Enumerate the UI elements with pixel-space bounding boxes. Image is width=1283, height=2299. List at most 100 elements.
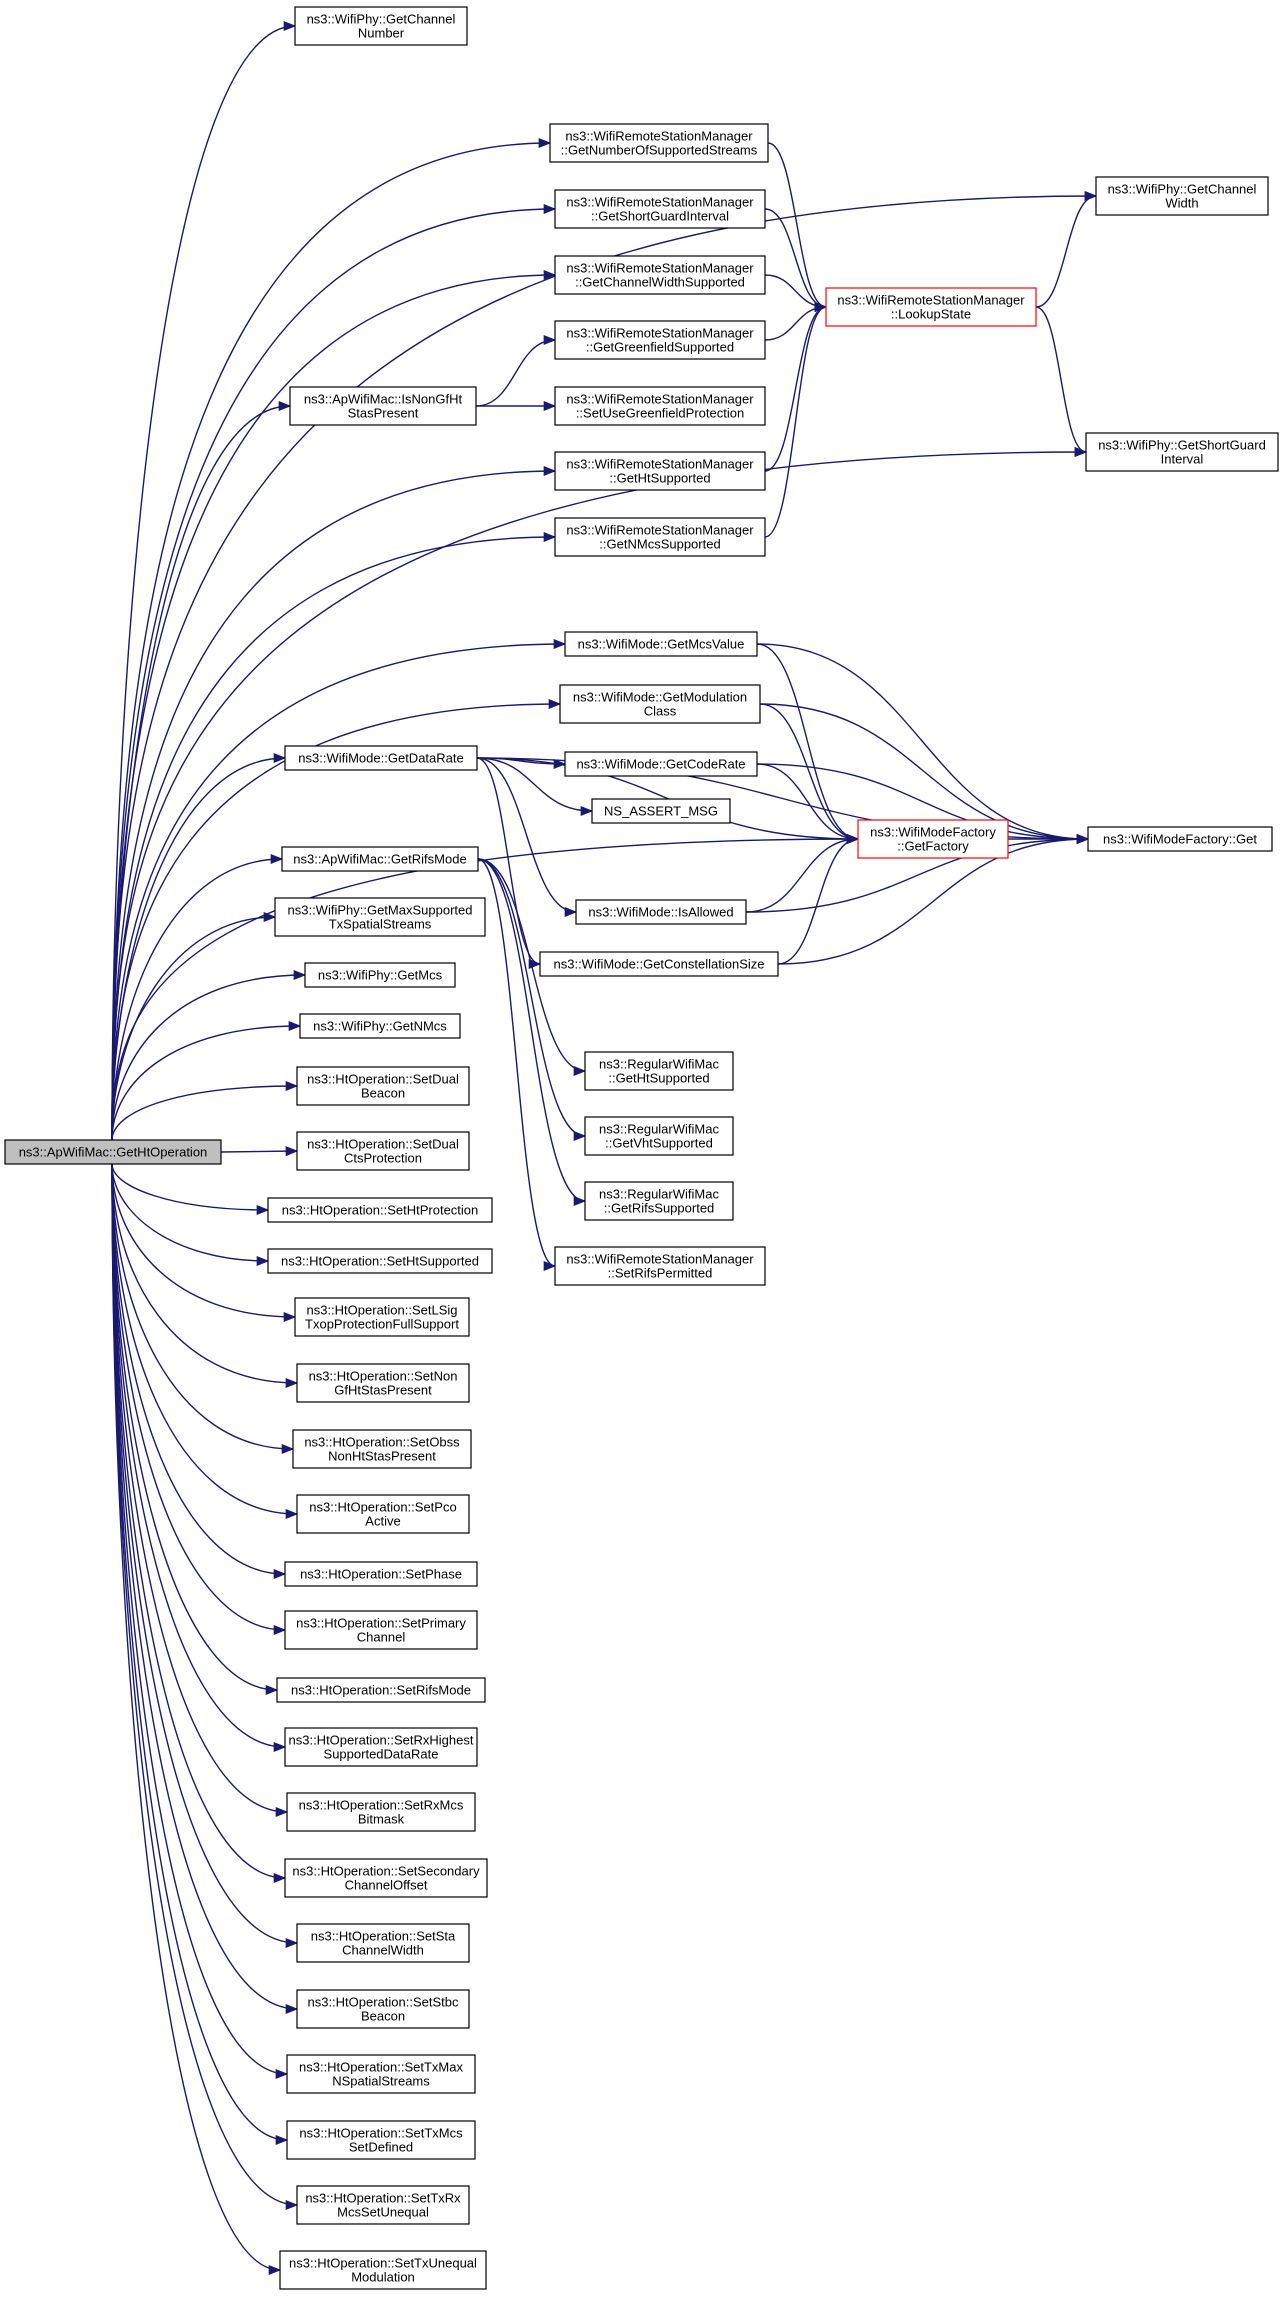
node-n-rsm-nmcs[interactable]: ns3::WifiRemoteStationManager::GetNMcsSu…	[554, 517, 766, 557]
node-n-rsm-cws[interactable]: ns3::WifiRemoteStationManager::GetChanne…	[554, 255, 766, 295]
node-n-ht-lsig[interactable]: ns3::HtOperation::SetLSigTxopProtectionF…	[294, 1297, 470, 1337]
node-n-rsm-nss[interactable]: ns3::WifiRemoteStationManager::GetNumber…	[549, 123, 769, 163]
edge-n-mode-datarate-to-n-assert	[476, 757, 594, 817]
node-box	[284, 1858, 488, 1898]
node-n-reg-ht[interactable]: ns3::RegularWifiMac::GetHtSupported	[584, 1051, 734, 1091]
node-n-reg-rifs[interactable]: ns3::RegularWifiMac::GetRifsSupported	[584, 1181, 734, 1221]
node-label-line: ns3::HtOperation::SetTxUnequal	[289, 2256, 477, 2271]
node-box	[549, 123, 769, 163]
node-box	[554, 189, 766, 229]
edge-root-to-n-ht-htprot	[111, 1163, 270, 1216]
edge-n-mode-allowed-to-n-mf-getfactory	[745, 833, 860, 913]
node-n-phy-cw[interactable]: ns3::WifiPhy::GetChannelWidth	[1095, 176, 1269, 216]
node-label-line: ::GetFactory	[897, 839, 969, 854]
node-n-rsm-hts[interactable]: ns3::WifiRemoteStationManager::GetHtSupp…	[554, 451, 766, 491]
edge-root-to-n-rsm-nss	[111, 137, 552, 1141]
edge-root-to-n-ht-phase	[111, 1163, 287, 1580]
node-label-line: ns3::WifiMode::IsAllowed	[588, 905, 733, 920]
node-n-ht-rifs[interactable]: ns3::HtOperation::SetRifsMode	[276, 1677, 486, 1703]
node-box	[4, 1139, 222, 1165]
node-label-line: TxSpatialStreams	[329, 917, 432, 932]
node-box	[296, 1989, 470, 2029]
edge-n-mode-coderate-to-n-mf-get	[756, 763, 1090, 845]
node-n-mode-mcs[interactable]: ns3::WifiMode::GetMcsValue	[564, 631, 758, 657]
node-label-line: ns3::WifiRemoteStationManager	[566, 261, 754, 276]
node-label-line: Width	[1165, 196, 1198, 211]
node-n-ht-phase[interactable]: ns3::HtOperation::SetPhase	[284, 1561, 478, 1587]
node-n-ht-obss[interactable]: ns3::HtOperation::SetObssNonHtStasPresen…	[292, 1429, 472, 1469]
node-box	[1085, 432, 1279, 472]
node-n-phy-nmcs[interactable]: ns3::WifiPhy::GetNMcs	[299, 1013, 461, 1039]
node-n-ht-txmax[interactable]: ns3::HtOperation::SetTxMaxNSpatialStream…	[286, 2054, 476, 2094]
node-n-reg-vht[interactable]: ns3::RegularWifiMac::GetVhtSupported	[584, 1116, 734, 1156]
node-root[interactable]: ns3::ApWifiMac::GetHtOperation	[4, 1139, 222, 1165]
node-label-line: ns3::HtOperation::SetHtProtection	[282, 1203, 479, 1218]
node-label-line: ::GetGreenfieldSupported	[586, 340, 734, 355]
node-n-assert[interactable]: NS_ASSERT_MSG	[591, 798, 731, 824]
node-n-rsm-rifs[interactable]: ns3::WifiRemoteStationManager::SetRifsPe…	[554, 1246, 766, 1286]
edge-n-rsm-lookup-to-n-phy-sgi	[1035, 306, 1088, 457]
node-box	[857, 819, 1009, 859]
node-label-line: ns3::WifiRemoteStationManager	[837, 293, 1025, 308]
node-box	[276, 1677, 486, 1703]
node-box	[267, 1248, 493, 1274]
node-box	[825, 287, 1037, 327]
node-n-phy-sgi[interactable]: ns3::WifiPhy::GetShortGuardInterval	[1085, 432, 1279, 472]
edge-root-to-n-ht-nongf	[111, 1163, 299, 1389]
node-label-line: TxopProtectionFullSupport	[305, 1317, 459, 1332]
node-box	[554, 517, 766, 557]
node-n-ht-secondary[interactable]: ns3::HtOperation::SetSecondaryChannelOff…	[284, 1858, 488, 1898]
node-label-line: NonHtStasPresent	[328, 1449, 436, 1464]
node-label-line: ns3::ApWifiMac::GetRifsMode	[293, 852, 466, 867]
node-n-phy-maxss[interactable]: ns3::WifiPhy::GetMaxSupportedTxSpatialSt…	[274, 897, 486, 937]
edge-root-to-n-ht-htsup	[111, 1163, 270, 1267]
node-box	[292, 1429, 472, 1469]
node-n-rsm-lookup[interactable]: ns3::WifiRemoteStationManager::LookupSta…	[825, 287, 1037, 327]
node-label-line: ns3::HtOperation::SetStbc	[307, 1995, 459, 2010]
node-n-ap-rifs[interactable]: ns3::ApWifiMac::GetRifsMode	[281, 846, 479, 872]
node-label-line: ns3::WifiRemoteStationManager	[566, 326, 754, 341]
node-n-ht-htprot[interactable]: ns3::HtOperation::SetHtProtection	[267, 1197, 493, 1223]
edge-n-rsm-lookup-to-n-phy-cw	[1035, 191, 1098, 308]
edge-n-ap-rifs-to-n-reg-rifs	[477, 858, 587, 1206]
node-box	[584, 1051, 734, 1091]
node-n-mode-allowed[interactable]: ns3::WifiMode::IsAllowed	[575, 899, 747, 925]
node-box	[296, 1923, 470, 1963]
node-n-mf-getfactory[interactable]: ns3::WifiModeFactory::GetFactory	[857, 819, 1009, 859]
node-label-line: ns3::HtOperation::SetRxMcs	[299, 1798, 464, 1813]
node-box	[284, 1610, 478, 1650]
node-box	[284, 1727, 478, 1767]
node-n-mode-constel[interactable]: ns3::WifiMode::GetConstellationSize	[539, 951, 779, 977]
node-n-mf-get[interactable]: ns3::WifiModeFactory::Get	[1087, 826, 1273, 852]
node-box	[279, 2250, 487, 2290]
node-n-rsm-gfs[interactable]: ns3::WifiRemoteStationManager::GetGreenf…	[554, 320, 766, 360]
node-n-ht-rxhigh[interactable]: ns3::HtOperation::SetRxHighestSupportedD…	[284, 1727, 478, 1767]
node-label-line: Active	[365, 1514, 400, 1529]
node-box	[584, 1116, 734, 1156]
node-n-mode-datarate[interactable]: ns3::WifiMode::GetDataRate	[284, 745, 478, 771]
node-n-mode-coderate[interactable]: ns3::WifiMode::GetCodeRate	[564, 751, 758, 777]
node-n-rsm-sugp[interactable]: ns3::WifiRemoteStationManager::SetUseGre…	[554, 386, 766, 426]
node-n-ht-htsup[interactable]: ns3::HtOperation::SetHtSupported	[267, 1248, 493, 1274]
edge-n-mode-datarate-to-n-mode-allowed	[476, 757, 578, 918]
node-n-phy-mcs[interactable]: ns3::WifiPhy::GetMcs	[304, 962, 456, 988]
node-n-rsm-sgi[interactable]: ns3::WifiRemoteStationManager::GetShortG…	[554, 189, 766, 229]
node-box	[294, 1297, 470, 1337]
node-box	[294, 6, 468, 46]
node-box	[286, 2120, 476, 2160]
node-box	[554, 451, 766, 491]
